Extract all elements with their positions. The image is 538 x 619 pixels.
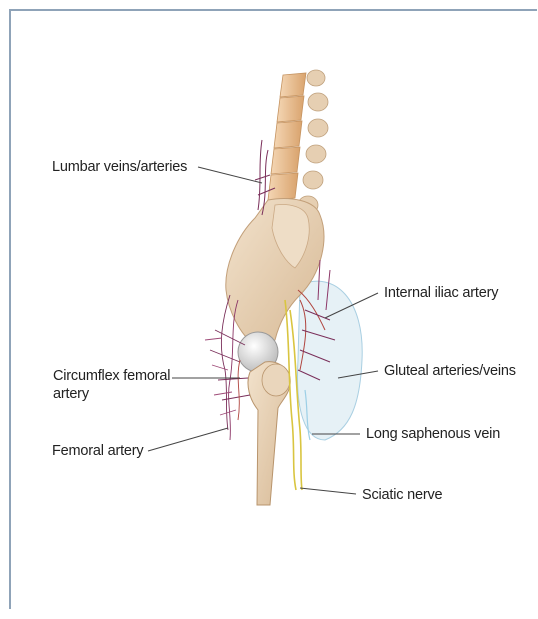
leader-lumbar [198, 167, 262, 183]
label-long-saphenous-vein: Long saphenous vein [366, 425, 500, 443]
lumbar-spine [268, 70, 328, 214]
leader-femoral [148, 428, 228, 451]
label-circumflex-femoral-artery: Circumflex femoral artery [53, 367, 170, 403]
label-internal-iliac-artery: Internal iliac artery [384, 284, 498, 302]
leader-sciatic [300, 488, 356, 494]
label-femoral-artery: Femoral artery [52, 442, 143, 460]
label-gluteal-arteries-veins: Gluteal arteries/veins [384, 362, 516, 380]
label-lumbar-veins-arteries: Lumbar veins/arteries [52, 158, 187, 176]
label-sciatic-nerve: Sciatic nerve [362, 486, 442, 504]
